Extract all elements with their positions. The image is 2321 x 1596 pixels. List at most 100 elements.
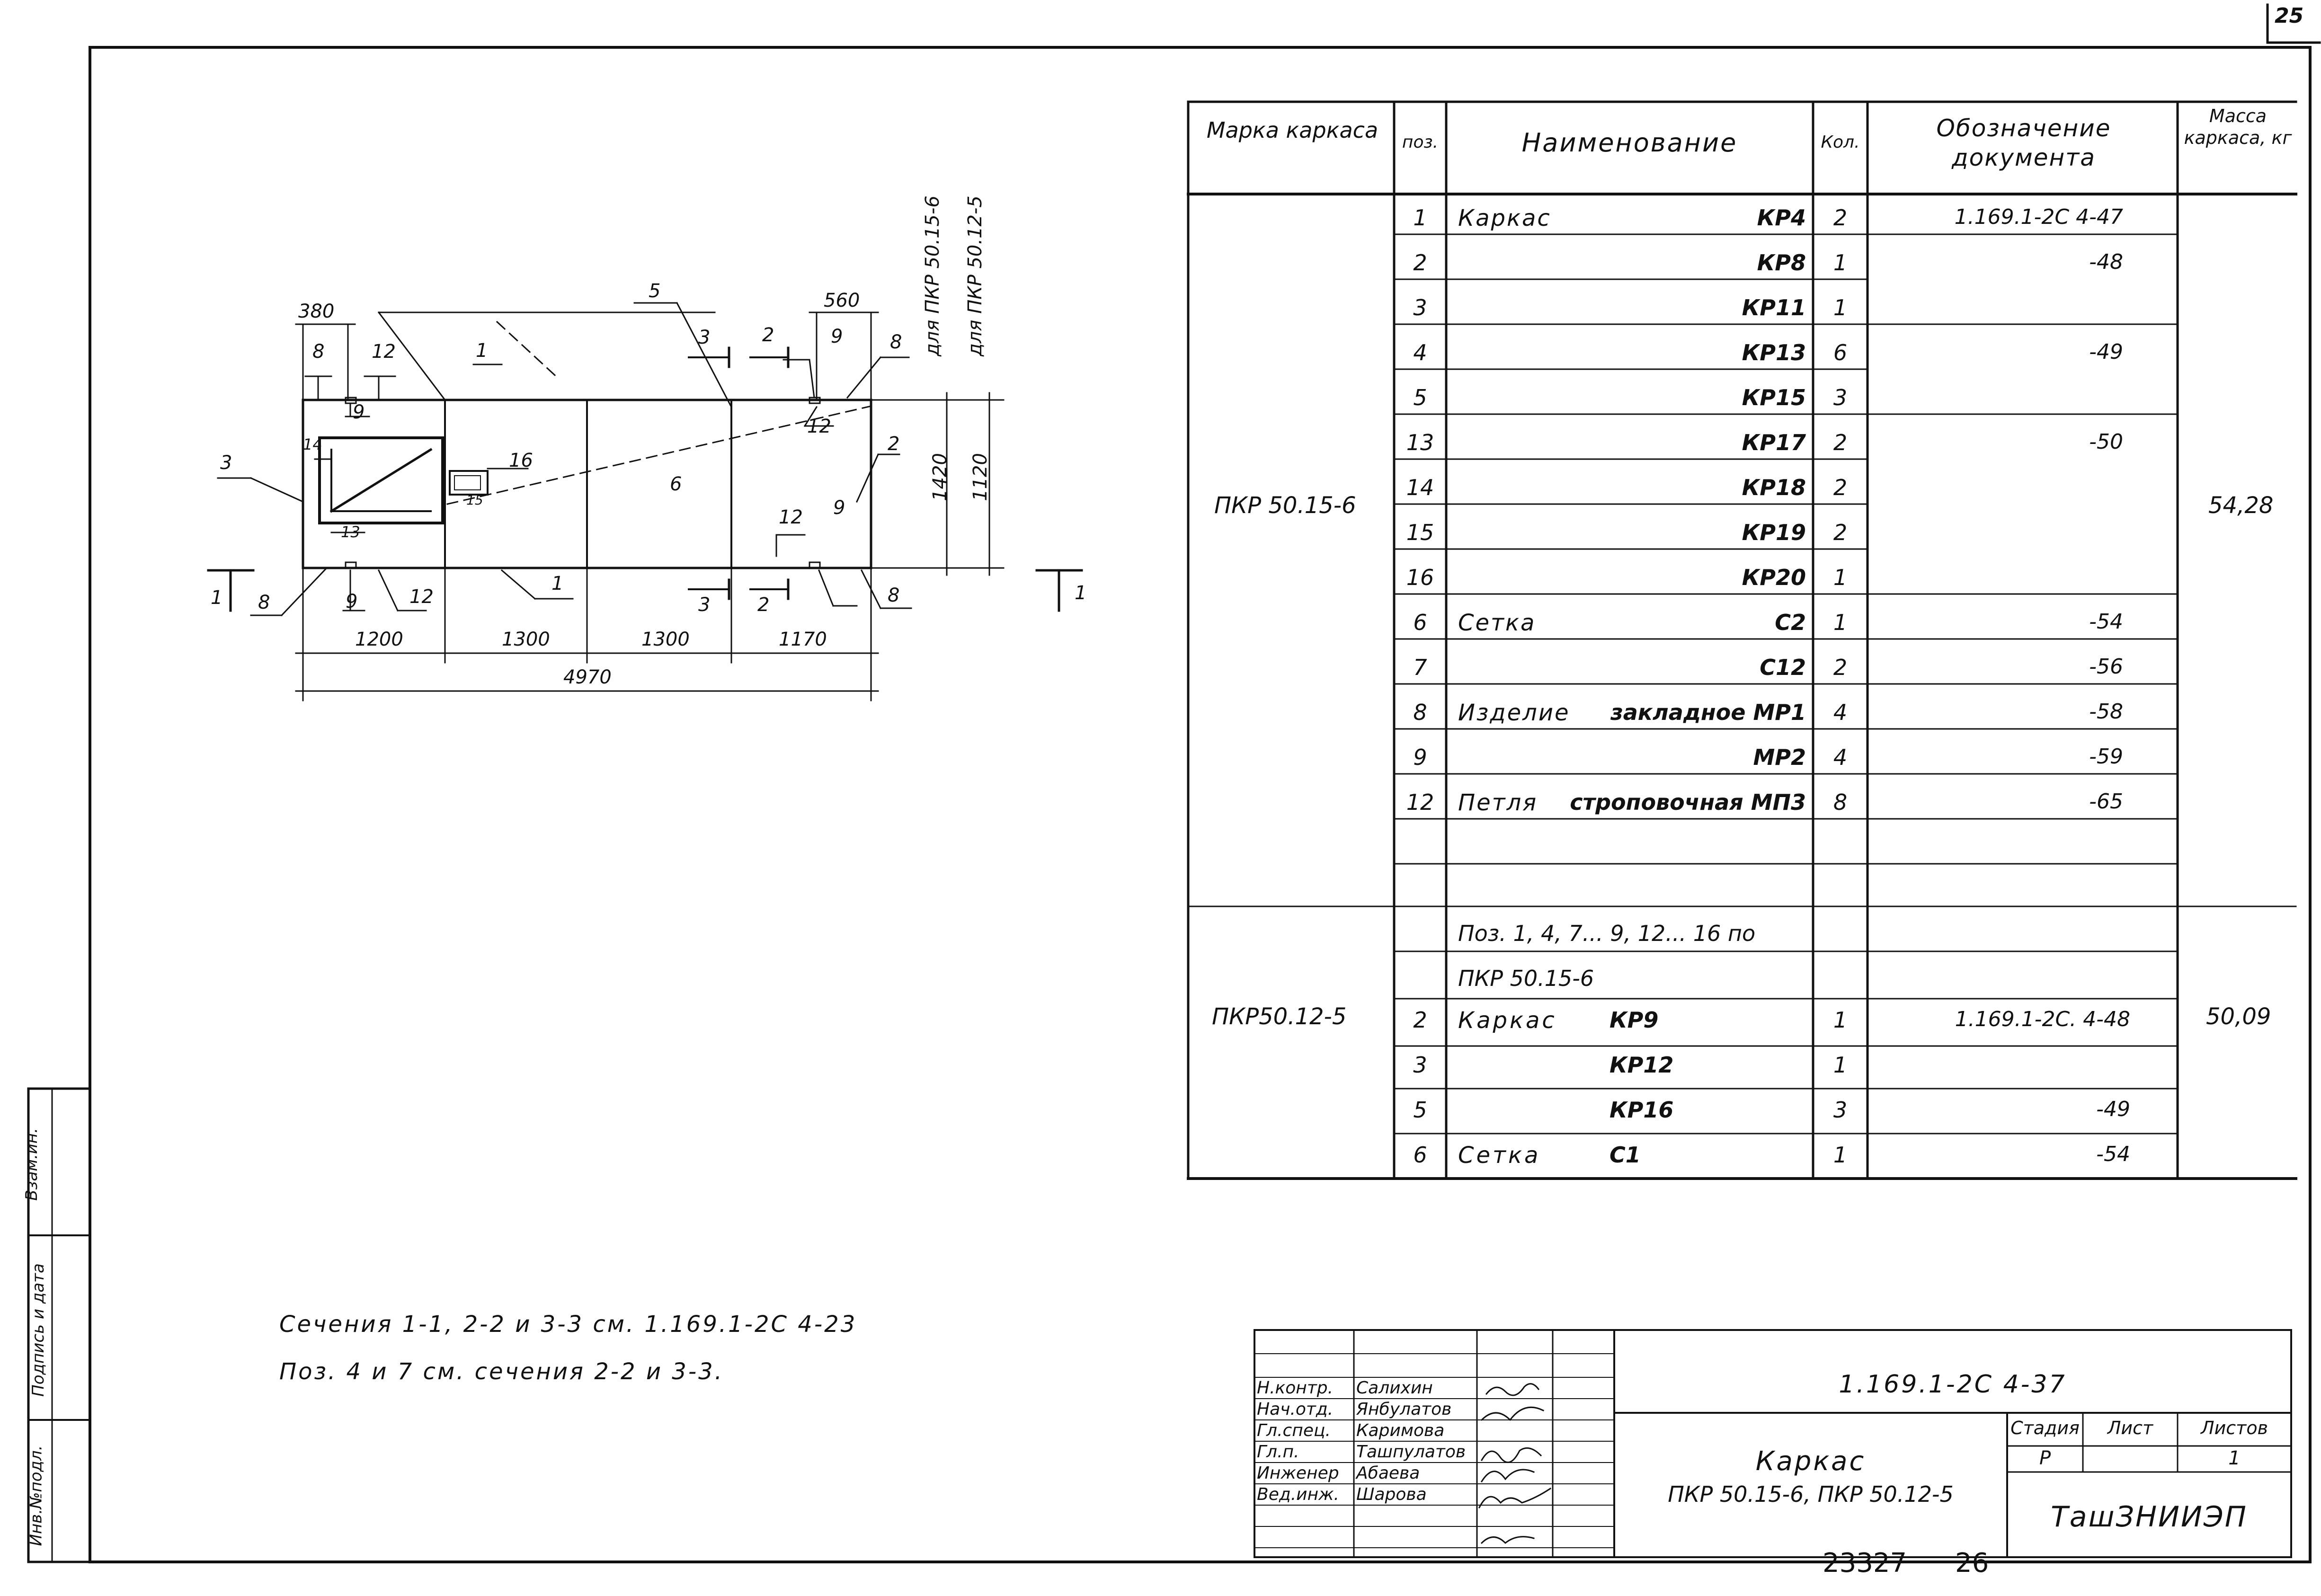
side-stamp-inv-no: Инв.№подл. [27,1445,46,1546]
row-pos: 5 [1413,1097,1427,1123]
role-label: Н.контр. [1257,1378,1334,1398]
dim-1420: 1420 [929,453,951,501]
section-2-bottom: 2 [757,594,770,616]
pos-8-br: 8 [888,585,900,606]
header-mark: Марка каркаса [1206,117,1378,143]
row-item: КР12 [1610,1052,1674,1078]
row-prefix: Сетка [1458,1142,1541,1169]
inventory-number: 23327 [1823,1548,1907,1578]
row-pos: 6 [1413,610,1427,635]
row-qty: 1 [1833,1142,1848,1168]
row-pos: 7 [1413,655,1427,680]
row-qty: 1 [1833,565,1848,590]
role-label: Гл.спец. [1257,1421,1331,1440]
pos-9-bl: 9 [346,591,358,612]
row-pos: 4 [1413,340,1427,365]
row-pos: 15 [1406,520,1434,545]
organization: ТашЗНИИЭП [2051,1500,2248,1534]
stage-label: Стадия [2010,1418,2080,1438]
row-pos: 14 [1406,475,1434,500]
dim-4970: 4970 [563,666,612,688]
pos-3: 3 [220,452,232,474]
row-pos: 1 [1413,205,1427,231]
side-stamp-vzam: Взам.ин. [22,1128,41,1201]
row-pos: 8 [1413,700,1427,725]
row-doc: -59 [2089,745,2123,769]
signatures [1478,1383,1552,1544]
header-name: Наименование [1521,128,1738,158]
row-item: КР15 [1742,385,1806,410]
row-prefix: Каркас [1458,1007,1557,1034]
pos-15: 15 [466,492,483,508]
person-name: Салихин [1356,1378,1433,1398]
row-doc: -54 [2089,610,2123,634]
group2-mark: ПКР50.12-5 [1212,1003,1347,1030]
header-qty: Кол. [1821,133,1860,152]
header-mass: Масса каркаса, кг [2184,106,2292,148]
pos-6: 6 [670,473,682,495]
note-positions: Поз. 4 и 7 см. сечения 2-2 и 3-3. [279,1358,724,1385]
doc-code: 1.169.1-2С 4-37 [1839,1370,2067,1399]
row-pos: 5 [1413,385,1427,410]
person-name: Янбулатов [1356,1400,1452,1419]
row-qty: 2 [1833,475,1848,500]
row-pos: 2 [1413,1007,1427,1033]
group2-note-line1: Поз. 1, 4, 7... 9, 12... 16 по [1458,921,1756,946]
row-qty: 1 [1833,610,1848,635]
pos-12-tr: 12 [807,416,831,437]
row-doc: -65 [2089,789,2123,814]
pos-8-tl: 8 [312,341,325,363]
role-label: Нач.отд. [1257,1400,1334,1419]
row-qty: 2 [1833,205,1848,231]
row-doc: 1.169.1-2С. 4-48 [1955,1007,2130,1031]
group2-mass: 50,09 [2206,1003,2271,1030]
header-pos: поз. [1402,133,1439,152]
row-doc: -54 [2096,1142,2130,1166]
row-pos: 13 [1406,430,1434,455]
row-pos: 2 [1413,250,1427,275]
section-3-top: 3 [698,327,711,348]
section-1-right: 1 [1075,582,1087,604]
person-name: Шарова [1356,1485,1427,1504]
row-item: КР18 [1742,475,1806,500]
row-pos: 12 [1406,789,1434,815]
section-3-bottom: 3 [698,594,711,616]
dim-1170: 1170 [779,629,827,650]
pos-8-bl: 8 [258,592,270,613]
row-item: КР13 [1742,340,1806,365]
side-stamp-sign-date: Подпись и дата [28,1263,48,1397]
role-label: Вед.инж. [1257,1485,1339,1504]
row-item: МР2 [1753,745,1806,770]
title-line2: ПКР 50.15-6, ПКР 50.12-5 [1668,1481,1954,1507]
row-qty: 8 [1833,789,1848,815]
row-qty: 6 [1833,340,1848,365]
pos-1-top: 1 [476,340,488,362]
sheets-value: 1 [2228,1447,2241,1469]
pos-13: 13 [341,523,360,541]
header-doc: Обозначение документа [1936,115,2111,171]
group1-mark: ПКР 50.15-6 [1214,492,1356,519]
row-pos: 6 [1413,1142,1427,1168]
dim-1300-a: 1300 [502,629,550,650]
row-qty: 4 [1833,745,1848,770]
row-qty: 3 [1833,1097,1848,1123]
row-qty: 2 [1833,520,1848,545]
row-item: закладное МР1 [1610,700,1806,725]
sheets-label: Листов [2201,1418,2268,1438]
section-2-top: 2 [762,324,774,346]
pos-16: 16 [509,450,533,471]
dim-1120: 1120 [969,453,991,501]
row-doc: -49 [2089,340,2123,364]
row-doc: 1.169.1-2С 4-47 [1954,205,2123,229]
dim-1300-b: 1300 [641,629,690,650]
group1-mass: 54,28 [2208,492,2274,519]
role-label: Инженер [1257,1463,1339,1483]
stage-value: Р [2039,1447,2051,1469]
pos-12-bl: 12 [409,586,434,608]
pos-12-br-top: 12 [779,506,803,528]
row-pos: 3 [1413,1052,1427,1078]
pos-8-tr: 8 [890,331,902,353]
dim-560: 560 [824,290,860,311]
row-qty: 4 [1833,700,1848,725]
